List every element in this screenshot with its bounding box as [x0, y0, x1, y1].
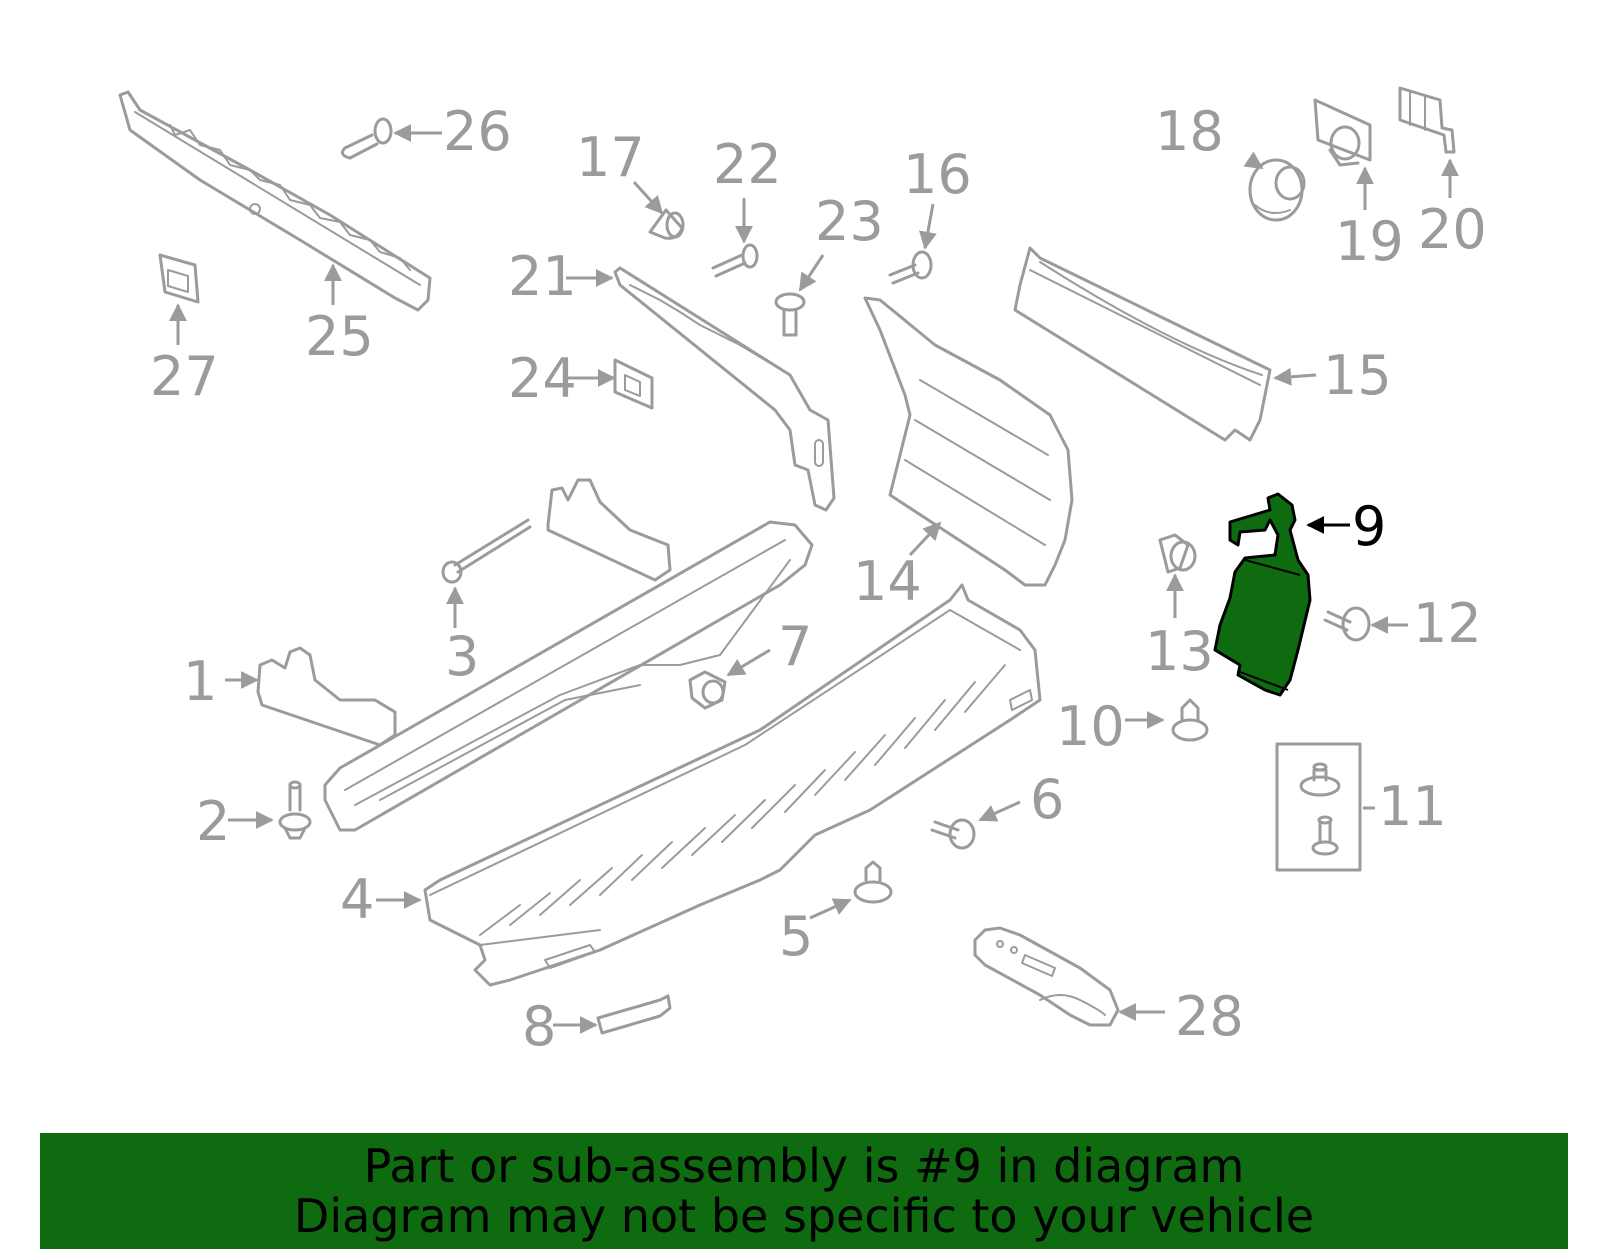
callout-19: 19 [1335, 210, 1404, 273]
part-18-grommet [1248, 158, 1306, 222]
callout-28: 28 [1175, 985, 1244, 1048]
bumper-reinforcement-beam [323, 520, 814, 832]
callout-6: 6 [1030, 768, 1064, 831]
part-3-bolt [441, 518, 532, 584]
part-9-highlighted [1213, 492, 1312, 697]
part-6-bolt [930, 818, 976, 850]
callout-22: 22 [713, 133, 782, 196]
callout-12: 12 [1413, 592, 1482, 655]
part-13-push-pin [1158, 533, 1197, 574]
part-2-bolt [278, 780, 312, 840]
part-25-upper-bracket [118, 90, 432, 312]
callout-16: 16 [903, 143, 972, 206]
part-14-side-bracket [863, 296, 1074, 587]
callout-2: 2 [196, 790, 230, 853]
part-8-trim [596, 994, 672, 1035]
callout-4: 4 [340, 868, 374, 931]
callout-7: 7 [778, 615, 812, 678]
part-15-panel [1013, 246, 1272, 442]
part-28-tow-hook [973, 926, 1120, 1027]
part-27-clip [158, 253, 200, 304]
part-24-clip [613, 358, 654, 410]
callout-27: 27 [150, 345, 219, 408]
callout-14: 14 [853, 550, 922, 613]
leader-arrows [169, 124, 1459, 1034]
callout-23: 23 [815, 190, 884, 253]
part-22-bolt [711, 243, 759, 278]
part-12-bolt [1323, 606, 1371, 642]
part-20-bracket [1398, 86, 1456, 154]
part-4-step-pad [423, 583, 1042, 987]
part-3-bracket [546, 478, 672, 582]
part-1-bracket [256, 646, 397, 747]
part-11-kit [1275, 742, 1362, 872]
callout-5: 5 [779, 905, 813, 968]
part-19-part [1313, 98, 1372, 167]
part-21-bracket [613, 266, 836, 512]
part-23-bolt [774, 292, 806, 337]
callout-8: 8 [522, 995, 556, 1058]
callout-labels: 26 25 27 17 22 23 16 21 24 18 19 20 15 1… [150, 100, 1487, 1058]
info-banner: Part or sub-assembly is #9 in diagram Di… [40, 1133, 1568, 1249]
part-5-push-pin [853, 860, 893, 904]
callout-21: 21 [508, 245, 577, 308]
callout-18: 18 [1155, 100, 1224, 163]
callout-10: 10 [1056, 695, 1125, 758]
callout-25: 25 [305, 305, 374, 368]
part-10-push-pin [1171, 698, 1209, 742]
callout-17: 17 [576, 126, 645, 189]
callout-24: 24 [508, 347, 577, 410]
part-26-bolt [340, 117, 393, 160]
part-16-bolt [888, 250, 933, 285]
callout-26: 26 [443, 100, 512, 163]
callout-11: 11 [1378, 775, 1447, 838]
callout-20: 20 [1418, 198, 1487, 261]
callout-15: 15 [1323, 344, 1392, 407]
banner-line-2: Diagram may not be specific to your vehi… [293, 1189, 1315, 1243]
callout-13: 13 [1145, 620, 1214, 683]
callout-3: 3 [445, 625, 479, 688]
callout-1: 1 [183, 650, 217, 713]
callout-9: 9 [1352, 495, 1386, 558]
part-7-clip [688, 670, 727, 710]
banner-line-1: Part or sub-assembly is #9 in diagram [363, 1139, 1245, 1193]
part-17-push-pin [648, 208, 685, 240]
